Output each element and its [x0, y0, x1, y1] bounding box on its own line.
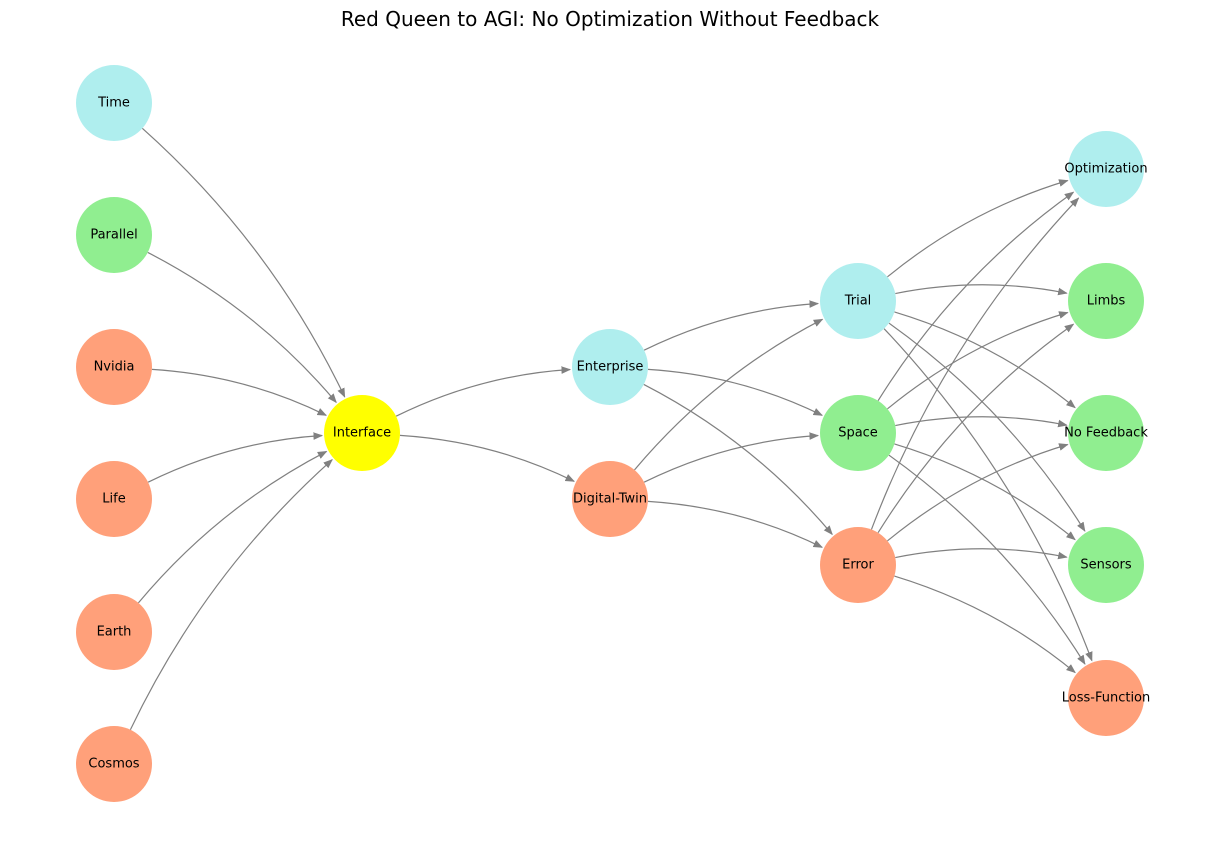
node-interface: Interface	[324, 395, 400, 471]
edge-digital-twin-to-error	[647, 500, 823, 548]
node-earth: Earth	[76, 594, 152, 670]
node-sensors-circle	[1068, 527, 1144, 603]
node-enterprise-circle	[572, 329, 648, 405]
diagram-title: Red Queen to AGI: No Optimization Withou…	[341, 7, 880, 31]
edge-space-to-loss-function	[888, 454, 1086, 665]
edge-nvidia-to-interface	[151, 368, 327, 416]
edge-earth-to-interface	[137, 450, 328, 604]
node-cosmos-label: Cosmos	[88, 757, 139, 772]
edge-trial-to-sensors	[888, 322, 1086, 532]
edge-digital-twin-to-trial	[634, 318, 824, 471]
edge-error-to-sensors	[895, 548, 1068, 560]
node-digital-twin: Digital-Twin	[572, 461, 648, 537]
node-error: Error	[820, 527, 896, 603]
node-time-label: Time	[97, 96, 130, 111]
node-no-feedback-circle	[1068, 395, 1144, 471]
node-trial-label: Trial	[844, 294, 872, 309]
edge-trial-to-no-feedback	[894, 311, 1076, 409]
edge-error-to-optimization	[870, 197, 1080, 530]
node-interface-label: Interface	[333, 426, 391, 441]
node-no-feedback: No Feedback	[1064, 395, 1148, 471]
node-time-circle	[76, 65, 152, 141]
edge-cosmos-to-interface	[129, 459, 333, 730]
edge-time-to-interface	[141, 127, 346, 398]
node-optimization: Optimization	[1064, 131, 1148, 207]
node-cosmos-circle	[76, 726, 152, 802]
node-limbs: Limbs	[1068, 263, 1144, 339]
edge-interface-to-digital-twin	[399, 434, 575, 482]
edge-life-to-interface	[147, 432, 324, 483]
node-space: Space	[820, 395, 896, 471]
node-loss-function-circle	[1068, 660, 1144, 736]
edge-trial-to-optimization	[887, 179, 1069, 278]
node-limbs-circle	[1068, 263, 1144, 339]
node-earth-label: Earth	[97, 625, 132, 640]
node-digital-twin-circle	[572, 461, 648, 537]
node-sensors: Sensors	[1068, 527, 1144, 603]
edge-trial-to-limbs	[895, 284, 1068, 296]
node-enterprise: Enterprise	[572, 329, 648, 405]
node-loss-function: Loss-Function	[1062, 660, 1151, 736]
node-parallel-label: Parallel	[90, 228, 137, 243]
node-trial: Trial	[820, 263, 896, 339]
node-earth-circle	[76, 594, 152, 670]
edge-interface-to-enterprise	[395, 366, 572, 417]
node-limbs-label: Limbs	[1087, 294, 1126, 309]
edge-enterprise-to-space	[647, 368, 823, 416]
node-life-label: Life	[102, 492, 125, 507]
edge-space-to-optimization	[877, 191, 1075, 402]
node-parallel-circle	[76, 197, 152, 273]
node-interface-circle	[324, 395, 400, 471]
node-nvidia-circle	[76, 329, 152, 405]
node-loss-function-label: Loss-Function	[1062, 691, 1151, 706]
edge-enterprise-to-error	[643, 383, 833, 536]
node-no-feedback-label: No Feedback	[1064, 426, 1148, 441]
edge-space-to-no-feedback	[895, 416, 1068, 428]
node-error-label: Error	[842, 558, 874, 573]
edge-error-to-limbs	[877, 323, 1075, 534]
node-error-circle	[820, 527, 896, 603]
node-optimization-label: Optimization	[1064, 162, 1147, 177]
node-enterprise-label: Enterprise	[577, 360, 644, 375]
node-parallel: Parallel	[76, 197, 152, 273]
node-life: Life	[76, 461, 152, 537]
node-digital-twin-label: Digital-Twin	[573, 492, 647, 507]
node-optimization-circle	[1068, 131, 1144, 207]
edge-space-to-sensors	[894, 443, 1076, 541]
edge-space-to-limbs	[887, 311, 1069, 410]
edge-trial-to-loss-function	[883, 328, 1093, 662]
node-trial-circle	[820, 263, 896, 339]
edge-digital-twin-to-space	[643, 432, 820, 483]
node-time: Time	[76, 65, 152, 141]
node-nvidia: Nvidia	[76, 329, 152, 405]
node-space-circle	[820, 395, 896, 471]
node-sensors-label: Sensors	[1080, 558, 1132, 573]
node-life-circle	[76, 461, 152, 537]
edge-enterprise-to-trial	[643, 300, 820, 351]
edges-layer	[129, 127, 1093, 730]
node-nvidia-label: Nvidia	[94, 360, 135, 375]
node-space-label: Space	[838, 426, 878, 441]
edge-parallel-to-interface	[147, 251, 337, 404]
edge-error-to-loss-function	[894, 575, 1076, 674]
node-cosmos: Cosmos	[76, 726, 152, 802]
edge-error-to-no-feedback	[887, 443, 1069, 542]
